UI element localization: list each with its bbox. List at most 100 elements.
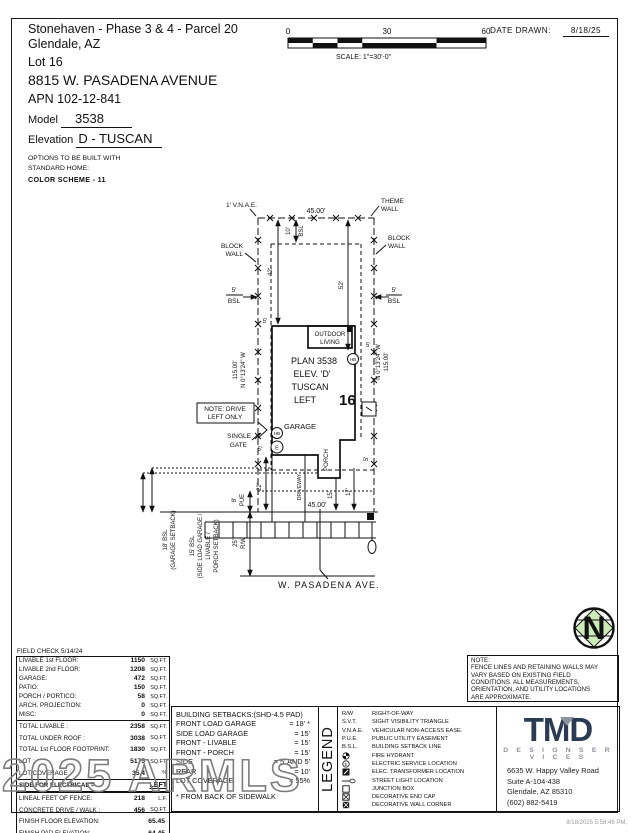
row-value: 0	[141, 711, 145, 718]
row-value: 218	[133, 795, 145, 803]
row-label: TOTAL 1st FLOOR FOOTPRINT:	[19, 746, 110, 754]
legend-desc: DECORATIVE END CAP	[372, 794, 436, 801]
date-drawn-value: 8/18/25	[562, 26, 609, 37]
note-line: ORIENTATION, AND UTILITY LOCATIONS	[471, 686, 591, 694]
tmd-logo-text: TMD	[523, 711, 593, 748]
bottom-band: BUILDING SETBACKS:(SHD-4.5 PAD) FRONT LO…	[171, 706, 620, 812]
row-unit: SQ.FT.	[150, 807, 167, 814]
model-label: Model	[28, 113, 58, 126]
row-value: = 5' AND 5'	[273, 757, 310, 767]
row-unit: SQ.FT.	[150, 746, 167, 753]
elevation-label: Elevation	[28, 134, 74, 147]
decorative-end-cap-icon	[342, 793, 350, 801]
legend-desc: STREET LIGHT LOCATION	[372, 777, 443, 784]
setback-row: FRONT - LIVABLE= 15'	[176, 738, 314, 747]
color-scheme: COLOR SCHEME - 11	[28, 174, 106, 184]
row-value: 5175	[130, 758, 145, 766]
row-value: 1830	[130, 746, 145, 754]
row-unit: SQ.FT.	[150, 723, 167, 730]
legend-desc: DECORATIVE WALL CORNER	[372, 802, 452, 809]
model-line: Model 3538	[28, 110, 298, 128]
legend-item: JUNCTION BOX	[342, 785, 494, 793]
row-label: SIDE LOAD GARAGE	[176, 728, 249, 738]
row-value: 64.45	[148, 830, 165, 833]
row-label: GARAGE:	[19, 675, 48, 682]
note-line: FENCE LINES AND RETAINING WALLS MAY	[471, 664, 599, 672]
legend-item: DECORATIVE END CAP	[342, 793, 494, 801]
setbacks-footnote: * FROM BACK OF SIDEWALK	[176, 791, 276, 801]
row-label: PATIO:	[19, 684, 39, 691]
plot-timestamp: 8/18/2025 5:58:46 PM,	[566, 820, 627, 826]
legend-desc: VEHICULAR NON-ACCESS EASE.	[372, 727, 463, 734]
note-box: NOTE: FENCE LINES AND RETAINING WALLS MA…	[467, 655, 619, 702]
legend-desc: FIRE HYDRANT	[372, 752, 415, 759]
city-state: Glendale, AZ	[28, 36, 101, 51]
legend-desc: ELECTRIC SERVICE LOCATION	[372, 760, 457, 767]
row-value: 65.45	[148, 818, 165, 826]
date-drawn-label: DATE DRAWN:	[490, 26, 551, 35]
legend-abbr: P.U.E.	[342, 736, 358, 743]
row-unit: L.F.	[158, 795, 167, 802]
tmd-design-services-box: TMD D E S I G N S E R V I C E S 6635 W. …	[497, 707, 619, 811]
legend-desc: PUBLIC UTILITY EASEMENT	[372, 736, 449, 743]
address-line: (602) 882-5419	[507, 798, 558, 808]
row-label: ARCH. PROJECTION:	[19, 702, 82, 709]
row-label: FINISH PAD ELEVATION:	[19, 830, 91, 833]
note-line: ARE APPROXIMATE.	[471, 693, 532, 701]
electric-service-icon: E	[342, 760, 350, 768]
fire-hydrant-icon	[342, 752, 350, 760]
row-unit: SQ.FT.	[150, 667, 167, 673]
tmd-logo: TMD	[497, 713, 619, 746]
row-label: REAR	[176, 766, 197, 776]
note-line: VARY BASED ON EXISTING FIELD	[471, 671, 571, 679]
legend-title: LEGEND	[320, 726, 336, 792]
row-value: 150	[133, 684, 145, 691]
setback-row: SIDE = 5' AND 5'	[176, 757, 314, 766]
date-drawn: DATE DRAWN: 8/18/25	[490, 26, 609, 37]
row-value: 1208	[130, 666, 145, 673]
legend-desc: JUNCTION BOX	[372, 785, 415, 792]
legend-desc: ELEC. TRANSFORMER LOCATION	[372, 769, 465, 776]
note-title: NOTE:	[471, 657, 490, 664]
row-value: = 10'	[294, 766, 310, 776]
legend-item: STREET LIGHT LOCATION	[342, 776, 494, 784]
elec-transformer-icon	[342, 768, 350, 776]
legend-item: FIRE HYDRANT	[342, 751, 494, 760]
title-block: Stonehaven - Phase 3 & 4 - Parcel 20 Gle…	[28, 22, 298, 184]
legend-abbr: V.N.A.E.	[342, 727, 364, 734]
svg-text:E: E	[344, 762, 347, 767]
tmd-tagline: D E S I G N S E R V I C E S	[503, 747, 613, 761]
row-value: 2358	[130, 723, 145, 731]
row-value: 0	[141, 702, 145, 709]
address-line: Glendale, AZ 85310	[507, 787, 573, 797]
row-unit: SQ.FT.	[150, 758, 167, 765]
table-row: FINISH PAD ELEVATION: 64.45	[17, 828, 169, 833]
row-value: = 15'	[294, 747, 310, 757]
legend-item: V.N.A.E. VEHICULAR NON-ACCESS EASE.	[342, 727, 494, 735]
row-label: SIDE	[176, 757, 194, 767]
armls-watermark: 2025 ARMLS	[1, 749, 303, 802]
row-unit: SQ.FT.	[150, 703, 167, 709]
electrical-side-row: SIDE FOR ELECTRICAL = LEFT	[16, 779, 170, 792]
field-check-table: FIELD CHECK 5/14/24 LIVABLE 1st FLOOR:11…	[16, 648, 170, 833]
row-value: = 15'	[294, 728, 310, 738]
legend-item: B.S.L.BUILDING SETBACK LINE	[342, 743, 494, 751]
row-label: FINISH FLOOR ELEVATION:	[19, 818, 100, 826]
options-line2: STANDARD HOME:	[28, 164, 90, 172]
field-check-title: FIELD CHECK 5/14/24	[17, 648, 83, 655]
row-label: TOTAL UNDER ROOF :	[19, 734, 85, 742]
